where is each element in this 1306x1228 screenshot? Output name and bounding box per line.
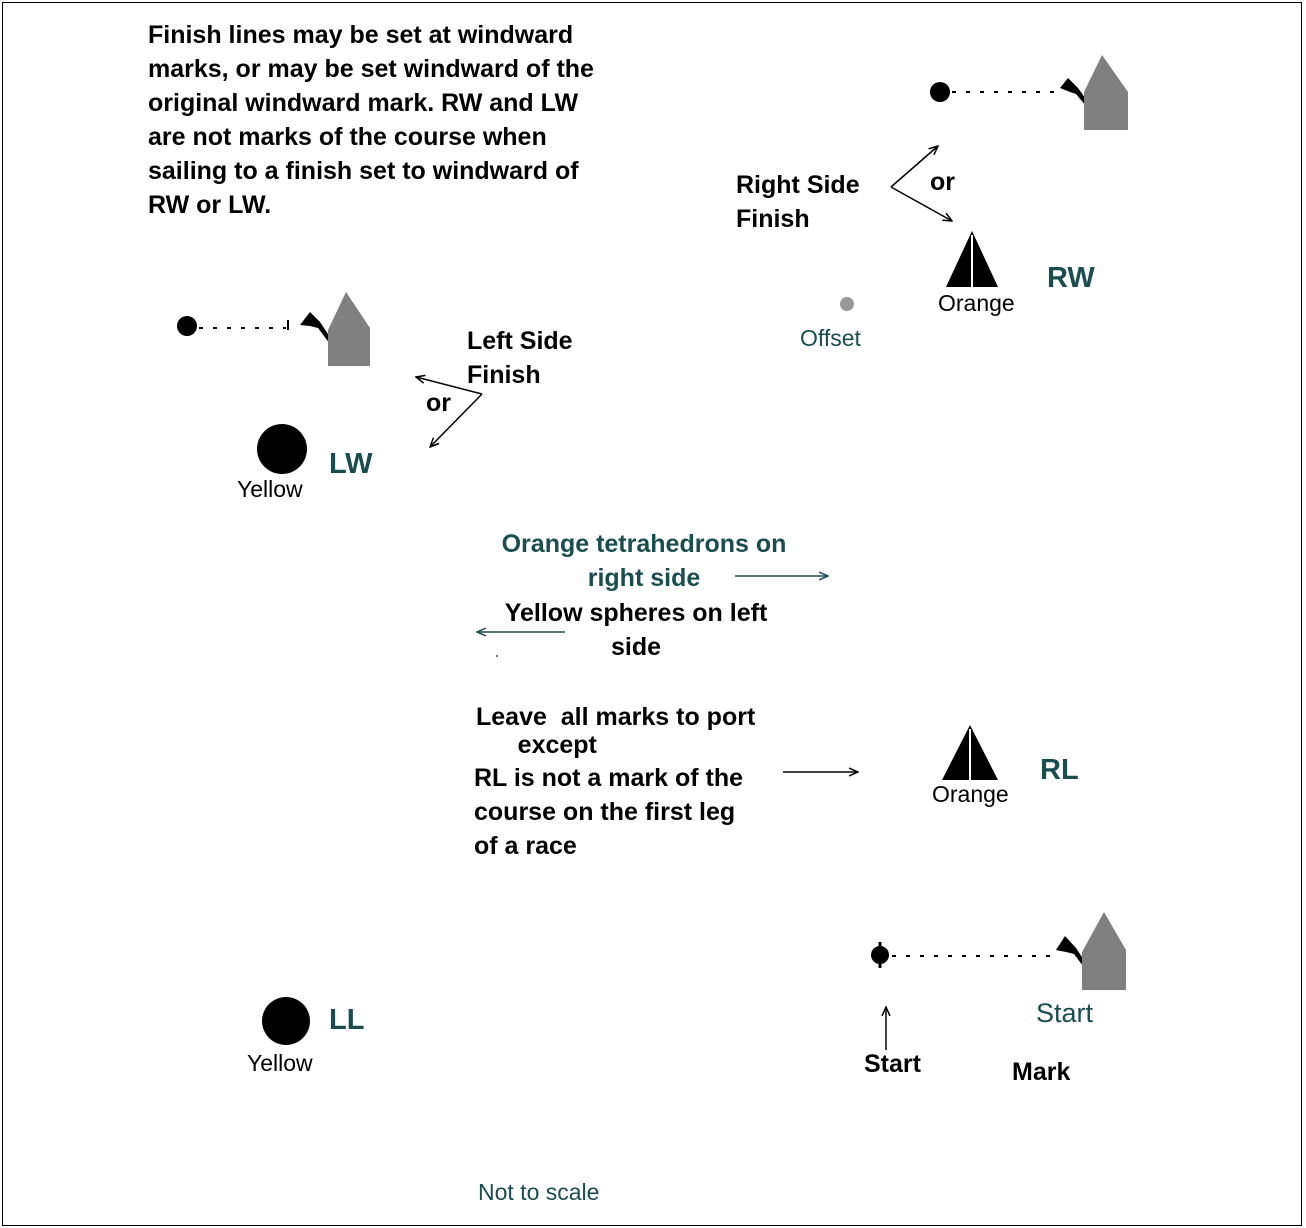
right-finish-flag-icon [1060, 78, 1088, 106]
rl-tetrahedron-icon [942, 725, 998, 780]
left-or-label: or [426, 389, 451, 417]
start-flag-icon [1056, 936, 1088, 970]
left-committee-boat-icon [328, 292, 370, 366]
ll-sphere-icon [262, 997, 310, 1045]
rw-tetrahedron-icon [946, 231, 998, 287]
start-pin-label: Start [864, 1050, 921, 1078]
left-finish-pin-icon [177, 316, 197, 336]
rl-color-label: Orange [932, 781, 1009, 807]
yellow-side-note: Yellow spheres on left side [504, 599, 768, 661]
leave-marks-note: Leave all marks to port except [476, 703, 756, 759]
left-finish-line [177, 292, 370, 366]
right-or-label: or [930, 168, 955, 196]
offset-label: Offset [800, 325, 861, 351]
rl-note: RL is not a mark of the course on the fi… [474, 764, 744, 860]
right-committee-boat-icon [1084, 55, 1128, 130]
rl-label: RL [1040, 754, 1079, 786]
right-finish-arrows [890, 146, 952, 221]
ll-label: LL [329, 1004, 365, 1036]
lw-color-label: Yellow [237, 476, 303, 502]
left-finish-flag-icon [300, 312, 332, 344]
lw-sphere-icon [257, 424, 307, 474]
orange-side-note: Orange tetrahedrons on right side [501, 530, 787, 592]
start-boat-label: Start [1036, 998, 1094, 1028]
right-finish-pin-icon [930, 82, 950, 102]
rw-color-label: Orange [938, 290, 1015, 316]
intro-text: Finish lines may be set at windward mark… [148, 21, 594, 219]
right-side-finish-label: Right Side Finish [736, 171, 860, 233]
right-finish-line [930, 55, 1128, 130]
start-committee-boat-icon [1082, 912, 1126, 990]
start-mark-label: Mark [1012, 1058, 1071, 1086]
left-side-finish-label: Left Side Finish [467, 327, 573, 389]
start-line [871, 912, 1126, 990]
scale-note: Not to scale [478, 1179, 600, 1205]
ll-color-label: Yellow [247, 1050, 313, 1076]
left-finish-arrows [416, 377, 483, 447]
lw-label: LW [329, 448, 373, 480]
offset-mark-icon [840, 297, 854, 311]
rw-label: RW [1047, 262, 1095, 294]
